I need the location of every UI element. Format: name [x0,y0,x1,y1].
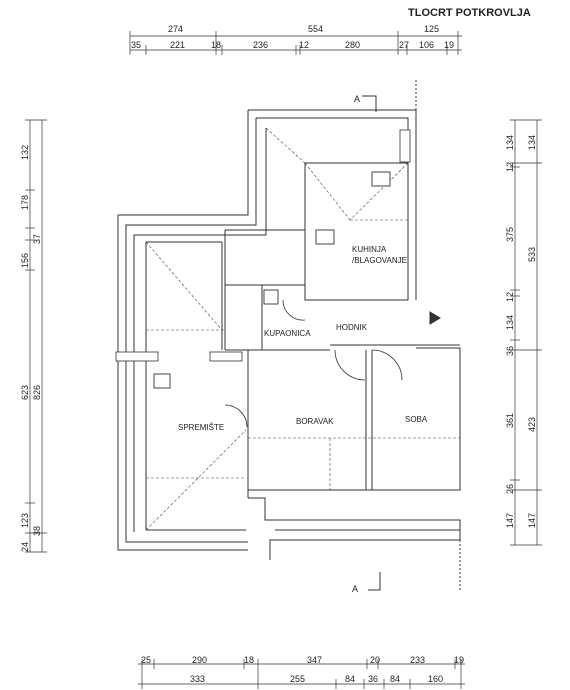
dim-label: 26 [505,484,515,494]
dim-label: 375 [505,227,515,242]
dim-label: 333 [190,674,205,684]
right-dimension-labels: 134 134 12 375 533 12 134 36 361 423 26 … [505,135,537,528]
section-markers [362,80,461,591]
dim-label: 255 [290,674,305,684]
dim-label: 423 [527,417,537,432]
dim-label: 236 [253,40,268,50]
room-label-kitchen: KUHINJA [352,245,387,254]
dim-label: 20 [370,655,380,665]
vent-icon [399,129,411,163]
dim-label: 84 [390,674,400,684]
section-arrow-icon [429,311,441,325]
dim-label: 233 [410,655,425,665]
dim-label: 36 [368,674,378,684]
dim-label: 125 [424,24,439,34]
room-label-hallway: HODNIK [336,323,368,332]
exterior-wall [248,109,417,300]
right-dimensions [510,119,542,546]
dim-label: 134 [527,135,537,150]
dim-label: 178 [20,195,30,210]
section-marker-bottom: A [352,584,358,594]
dim-label: 36 [505,346,515,356]
dim-label: 160 [428,674,443,684]
room-label-room: SOBA [405,415,428,424]
dim-label: 37 [32,234,42,244]
dim-label: 18 [211,40,221,50]
dim-label: 18 [244,655,254,665]
dim-label: 19 [444,40,454,50]
section-marker-top: A [354,94,360,104]
skylights [153,171,391,389]
roof-outline [117,109,461,560]
dim-label: 35 [131,40,141,50]
dim-label: 280 [345,40,360,50]
dim-label: 290 [192,655,207,665]
dim-label: 123 [20,513,30,528]
exterior-wall [117,110,249,551]
room-label-storage: SPREMIŠTE [178,423,224,432]
bottom-dimensions [138,659,465,689]
room-label-bathroom: KUPAONICA [264,329,311,338]
vents [115,129,411,362]
top-dimension-labels: 274 554 125 35 221 18 236 12 280 27 106 … [131,24,454,50]
dim-label: 147 [527,513,537,528]
dim-label: 12 [505,162,515,172]
vent-icon [209,351,243,362]
dim-label: 132 [20,145,30,160]
skylight-icon [371,171,391,187]
dim-label: 12 [505,292,515,302]
dim-label: 106 [419,40,434,50]
left-dimensions [25,119,47,553]
bottom-dimension-labels: 25 290 18 347 20 233 19 333 255 84 36 84… [141,655,464,684]
dim-label: 221 [170,40,185,50]
dim-label: 361 [505,413,515,428]
dim-label: 533 [527,247,537,262]
dim-label: 134 [505,315,515,330]
dim-label: 826 [32,385,42,400]
dim-label: 134 [505,135,515,150]
roof-ridges [145,127,460,531]
exterior-wall [248,347,461,491]
exterior-wall [248,497,461,560]
skylight-icon [315,229,335,245]
room-label-living: BORAVAK [296,417,334,426]
room-label-kitchen-dining: /BLAGOVANJE [352,256,407,265]
dim-label: 147 [505,513,515,528]
door-swings [224,299,403,428]
dim-label: 554 [308,24,323,34]
vent-icon [115,351,159,362]
top-dimensions [129,31,462,55]
dim-label: 19 [454,655,464,665]
dim-label: 12 [299,40,309,50]
dim-label: 24 [20,542,30,552]
dim-label: 156 [20,253,30,268]
dim-label: 38 [32,526,42,536]
dim-label: 274 [168,24,183,34]
exterior-wall [256,117,409,300]
exterior-wall [133,128,267,532]
dim-label: 347 [307,655,322,665]
dim-label: 27 [399,40,409,50]
dim-label: 25 [141,655,151,665]
dim-label: 623 [20,385,30,400]
exterior-wall [125,118,257,543]
plan-title: TLOCRT POTKROVLJA [408,7,531,19]
skylight-icon [263,289,279,305]
skylight-icon [153,373,171,389]
dim-label: 84 [345,674,355,684]
left-dimension-labels: 132 178 37 156 623 826 123 38 24 [20,145,42,552]
